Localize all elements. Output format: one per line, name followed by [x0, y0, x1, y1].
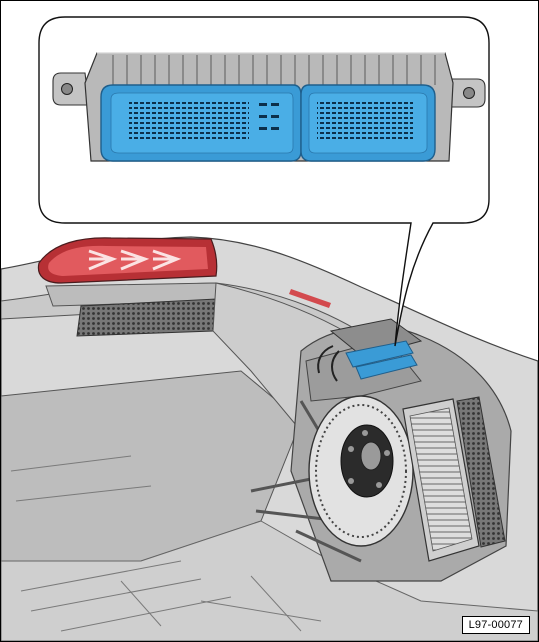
installed-connector — [345, 340, 414, 368]
lug-bolt — [384, 450, 390, 456]
connector-right-pins — [317, 101, 413, 139]
lug-bolt — [348, 446, 354, 452]
wiring-harness — [317, 345, 340, 382]
tail-light — [37, 237, 331, 308]
brake-disc-vents — [315, 404, 407, 538]
connector-left-pins — [129, 101, 249, 139]
ecu-cooling-fins — [112, 55, 436, 85]
installed-connector-lower — [355, 354, 418, 380]
connector-left-aux-pins — [259, 103, 279, 130]
underbody-ribs — [10, 455, 322, 632]
brake-disc — [308, 395, 414, 547]
radiator-side-mesh — [456, 396, 506, 548]
lug-bolt — [348, 478, 354, 484]
underbody-panel — [1, 520, 538, 641]
lug-bolt — [376, 482, 382, 488]
lug-bolt — [362, 430, 368, 436]
mount-hole-right — [463, 87, 475, 99]
mount-hole-left — [61, 83, 73, 95]
connector-plug-icon — [100, 84, 436, 162]
tail-light-chevrons — [88, 249, 182, 271]
tail-light-inner — [48, 245, 209, 276]
figure-reference-code: L97-00077 — [461, 616, 530, 634]
radiator — [402, 396, 506, 562]
radiator-core — [409, 407, 473, 552]
wheel-hub — [360, 441, 382, 471]
side-marker-light — [289, 289, 331, 308]
